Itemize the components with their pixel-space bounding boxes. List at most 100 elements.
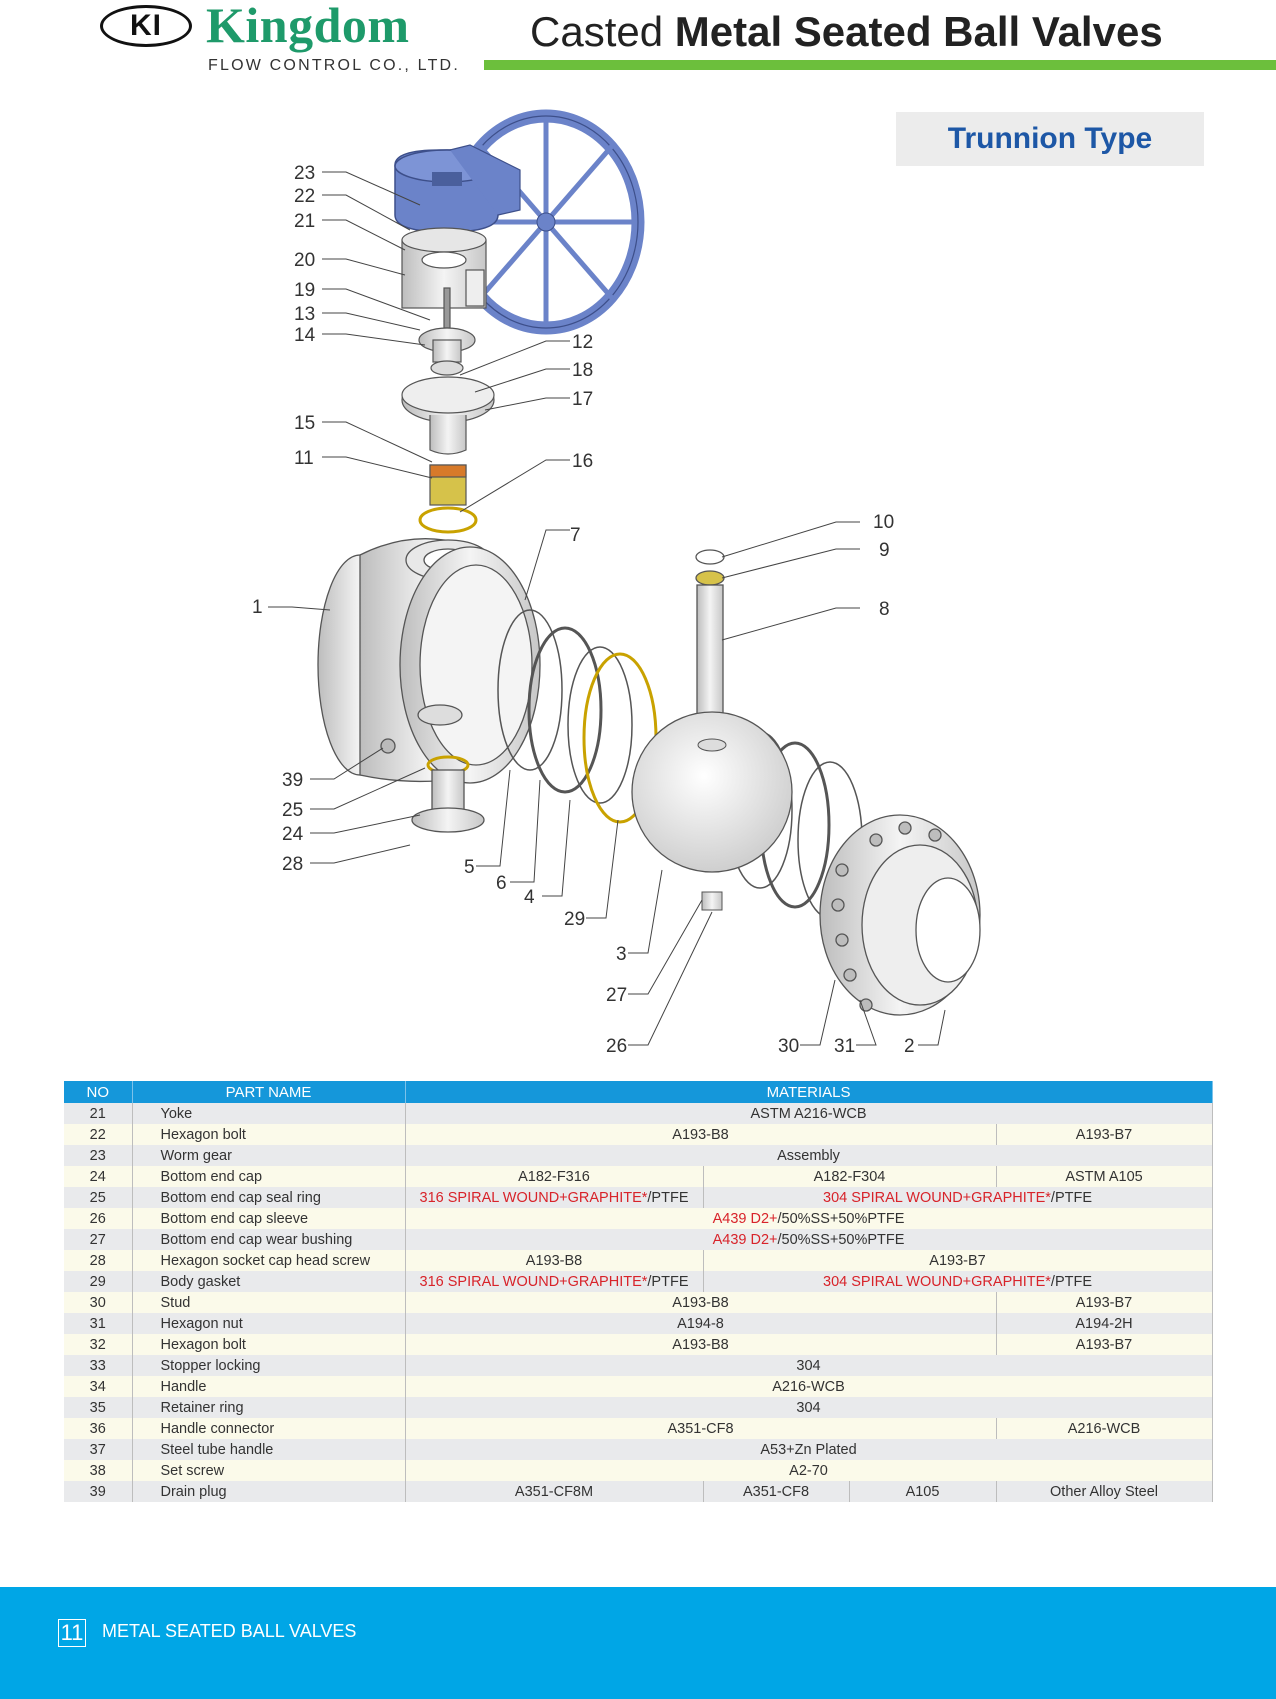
cell-material-alt2: ASTM A105 [996,1166,1213,1187]
cell-part-name: Yoke [132,1103,406,1124]
cell-material-alt: 304 SPIRAL WOUND+GRAPHITE*/PTFE [703,1271,1213,1292]
cell-material: A216-WCB [405,1376,1213,1397]
cell-material: A193-B8 [405,1250,704,1271]
footer-title: METAL SEATED BALL VALVES [102,1621,357,1641]
callout-1: 1 [252,597,263,618]
callout-8: 8 [879,599,890,620]
cell-no: 23 [64,1145,133,1166]
cell-material: A439 D2+/50%SS+50%PTFE [405,1208,1213,1229]
table-row: 31 Hexagon nut A194-8 A194-2H [64,1313,1213,1334]
cell-material-alt: A193-B7 [996,1292,1213,1313]
callout-17: 17 [572,389,593,410]
table-row: 32 Hexagon bolt A193-B8 A193-B7 [64,1334,1213,1355]
exploded-view-diagram: 23 22 21 20 19 13 14 12 18 17 15 11 16 7… [252,109,981,1057]
cell-material: A53+Zn Plated [405,1439,1213,1460]
cell-part-name: Hexagon bolt [132,1124,406,1145]
cell-part-name: Body gasket [132,1271,406,1292]
cell-material: A351-CF8 [405,1418,997,1439]
callout-25: 25 [282,800,303,821]
material-red: A439 D2+ [712,1231,778,1248]
cell-no: 24 [64,1166,133,1187]
table-row: 24 Bottom end cap A182-F316 A182-F304 AS… [64,1166,1213,1187]
callout-10: 10 [873,512,894,533]
callout-29: 29 [564,909,585,930]
cell-part-name: Hexagon nut [132,1313,406,1334]
material-red: 316 SPIRAL WOUND+GRAPHITE* [419,1273,648,1290]
callout-13: 13 [294,304,315,325]
cell-no: 34 [64,1376,133,1397]
table-row: 26 Bottom end cap sleeve A439 D2+/50%SS+… [64,1208,1213,1229]
yoke [401,227,487,329]
cell-material: A193-B8 [405,1292,997,1313]
table-row: 33 Stopper locking 304 [64,1355,1213,1376]
cell-material: 304 [405,1397,1213,1418]
cell-part-name: Retainer ring [132,1397,406,1418]
cell-no: 22 [64,1124,133,1145]
cell-part-name: Stud [132,1292,406,1313]
table-row: 37 Steel tube handle A53+Zn Plated [64,1439,1213,1460]
cell-no: 37 [64,1439,133,1460]
valve-type-label: Trunnion Type [896,112,1204,166]
title-bold: Metal Seated Ball Valves [674,8,1163,55]
table-row: 36 Handle connector A351-CF8 A216-WCB [64,1418,1213,1439]
cell-material-alt: A351-CF8 [703,1481,850,1502]
callout-24: 24 [282,824,304,845]
cell-material-alt: A193-B7 [703,1250,1213,1271]
cell-material: A194-8 [405,1313,997,1334]
cell-material-alt: A193-B7 [996,1334,1213,1355]
title-light: Casted [530,8,675,55]
cell-no: 26 [64,1208,133,1229]
callout-39: 39 [282,770,303,791]
table-row: 39 Drain plug A351-CF8M A351-CF8 A105 Ot… [64,1481,1213,1502]
cell-material: 316 SPIRAL WOUND+GRAPHITE*/PTFE [405,1187,704,1208]
cell-material: A439 D2+/50%SS+50%PTFE [405,1229,1213,1250]
table-header-row: NO PART NAME MATERIALS [64,1081,1213,1103]
cell-material-alt: 304 SPIRAL WOUND+GRAPHITE*/PTFE [703,1187,1213,1208]
cell-material: A193-B8 [405,1124,997,1145]
cell-part-name: Bottom end cap [132,1166,406,1187]
callout-18: 18 [572,360,593,381]
cell-no: 30 [64,1292,133,1313]
cell-no: 29 [64,1271,133,1292]
table-row: 27 Bottom end cap wear bushing A439 D2+/… [64,1229,1213,1250]
callout-28: 28 [282,854,303,875]
table-row: 30 Stud A193-B8 A193-B7 [64,1292,1213,1313]
material-suffix: /PTFE [1050,1273,1093,1290]
cell-part-name: Hexagon socket cap head screw [132,1250,406,1271]
callout-26: 26 [606,1036,627,1057]
page-header: KI Kingdom FLOW CONTROL CO., LTD. Casted… [0,0,1276,80]
bonnet-stack [401,327,495,534]
table-row: 34 Handle A216-WCB [64,1376,1213,1397]
cell-no: 36 [64,1418,133,1439]
header-no: NO [64,1081,133,1103]
cell-material: ASTM A216-WCB [405,1103,1213,1124]
cell-part-name: Handle [132,1376,406,1397]
cell-material-alt2: A105 [849,1481,997,1502]
callout-9: 9 [879,540,890,561]
cell-material-alt: A193-B7 [996,1124,1213,1145]
callout-12: 12 [572,332,593,353]
table-row: 28 Hexagon socket cap head screw A193-B8… [64,1250,1213,1271]
callout-6: 6 [496,873,507,894]
callout-31: 31 [834,1036,855,1057]
callout-3: 3 [616,944,627,965]
parts-materials-table: NO PART NAME MATERIALS 21 Yoke ASTM A216… [64,1081,1213,1502]
cell-material-alt3: Other Alloy Steel [996,1481,1213,1502]
cell-material: Assembly [405,1145,1213,1166]
cell-no: 33 [64,1355,133,1376]
company-logo: KI [100,5,192,47]
cell-material: A351-CF8M [405,1481,704,1502]
material-suffix: /50%SS+50%PTFE [777,1231,905,1248]
table-row: 35 Retainer ring 304 [64,1397,1213,1418]
material-red: 304 SPIRAL WOUND+GRAPHITE* [823,1273,1051,1290]
callout-5: 5 [464,857,475,878]
callout-20: 20 [294,250,315,271]
material-suffix: /PTFE [647,1189,689,1206]
cell-part-name: Drain plug [132,1481,406,1502]
cell-no: 25 [64,1187,133,1208]
callout-27: 27 [606,985,627,1006]
cell-part-name: Bottom end cap sleeve [132,1208,406,1229]
cell-material: A193-B8 [405,1334,997,1355]
callout-22: 22 [294,186,315,207]
callout-2: 2 [904,1036,915,1057]
